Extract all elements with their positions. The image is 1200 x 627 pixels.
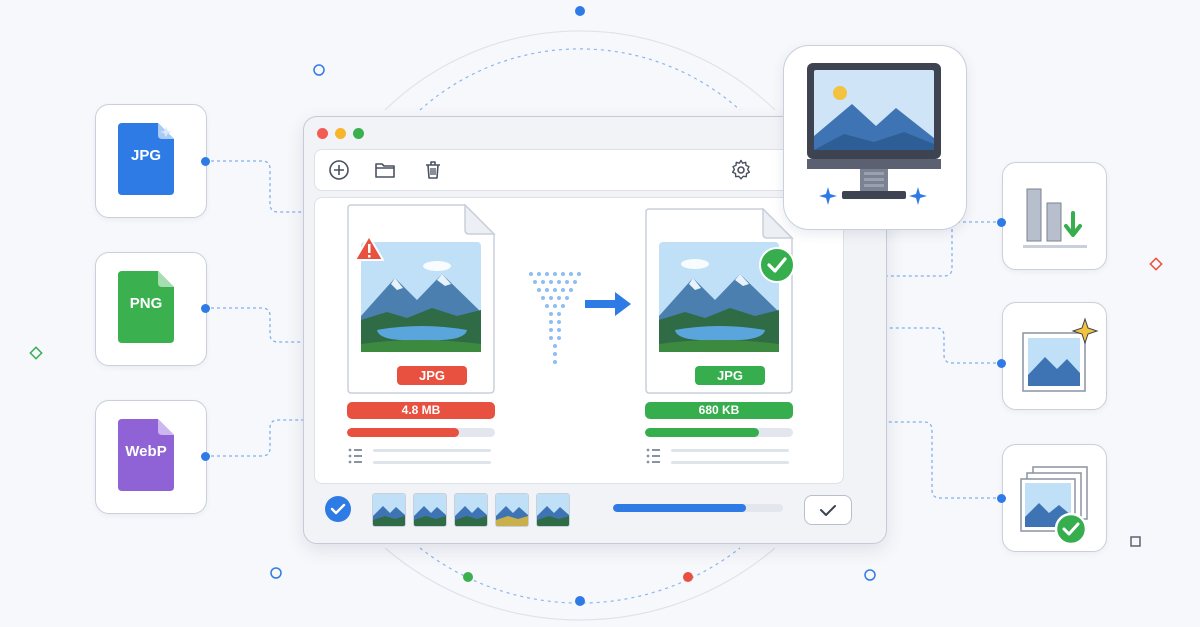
outer-arc-bottom — [384, 547, 776, 621]
png-file-icon — [118, 271, 174, 343]
original-format-badge: JPG — [397, 366, 467, 385]
add-circle-icon[interactable] — [327, 158, 351, 182]
window-close-button[interactable] — [317, 128, 328, 139]
folder-icon[interactable] — [373, 158, 397, 182]
square-outline — [1130, 536, 1141, 547]
inner-arc-bottom — [419, 547, 741, 604]
check-circle-icon — [759, 247, 795, 283]
original-progress-bar — [347, 428, 495, 437]
dot-ring-top-left — [313, 64, 325, 76]
confirm-button[interactable] — [804, 495, 852, 525]
toolbar — [314, 149, 876, 191]
progress-fill — [645, 428, 759, 437]
format-card-jpg[interactable]: JPG — [95, 104, 207, 218]
original-image-document — [347, 204, 496, 394]
image-enhance-sparkle-icon — [1022, 317, 1099, 392]
comparison-panel: JPG 4.8 MB — [314, 197, 844, 484]
optimized-format-badge: JPG — [695, 366, 765, 385]
dot-ring-bottom-left — [270, 567, 282, 579]
dot-blue-top — [575, 6, 585, 16]
connector-port — [201, 157, 210, 166]
dot-ring-bottom-right — [864, 569, 876, 581]
optimized-image-document — [645, 208, 795, 394]
format-card-webp[interactable]: WebP — [95, 400, 207, 514]
webp-file-icon — [118, 419, 174, 491]
size-reduction-card[interactable] — [1002, 162, 1107, 270]
window-minimize-button[interactable] — [335, 128, 346, 139]
optimized-size-label: 680 KB — [645, 402, 793, 419]
funnel-arrow-icon — [529, 272, 631, 364]
diamond-green — [29, 346, 43, 360]
batch-images-check-icon — [1020, 466, 1088, 546]
progress-fill — [347, 428, 460, 437]
outer-arc-top — [384, 30, 776, 111]
dot-red-bottom — [683, 572, 693, 582]
checkmark-icon — [820, 505, 836, 516]
thumbnail-image[interactable] — [536, 493, 570, 527]
desktop-image-icon — [807, 63, 941, 205]
connector-port — [201, 304, 210, 313]
app-window: JPG 4.8 MB — [303, 116, 887, 544]
optimized-progress-bar — [645, 428, 793, 437]
connector-port — [997, 494, 1006, 503]
landscape-image — [659, 242, 779, 352]
gear-icon[interactable] — [729, 158, 753, 182]
batch-images-card[interactable] — [1002, 444, 1107, 552]
connector-port — [201, 452, 210, 461]
thumbnail-image[interactable] — [454, 493, 488, 527]
warning-icon — [354, 235, 384, 261]
progress-fill — [613, 504, 746, 512]
desktop-preview-card[interactable] — [783, 45, 967, 230]
optimized-details-list — [646, 448, 789, 464]
landscape-image — [361, 242, 481, 352]
jpg-file-icon — [118, 123, 174, 195]
image-enhance-card[interactable] — [1002, 302, 1107, 410]
trash-icon[interactable] — [421, 158, 445, 182]
diamond-red — [1149, 257, 1163, 271]
thumbnail-image[interactable] — [413, 493, 447, 527]
original-details-list — [348, 448, 491, 464]
size-reduction-chart-icon — [1023, 188, 1087, 248]
connector-port — [997, 359, 1006, 368]
select-all-check-button[interactable] — [324, 495, 352, 523]
dot-blue-bottom — [575, 596, 585, 606]
inner-arc-top — [419, 48, 741, 111]
original-size-label: 4.8 MB — [347, 402, 495, 419]
dot-green-bottom — [463, 572, 473, 582]
window-maximize-button[interactable] — [353, 128, 364, 139]
thumbnail-image[interactable] — [495, 493, 529, 527]
format-label: WebP — [125, 443, 167, 460]
format-label: PNG — [129, 295, 163, 312]
format-label: JPG — [130, 147, 161, 164]
batch-progress-bar — [613, 504, 783, 512]
format-card-png[interactable]: PNG — [95, 252, 207, 366]
thumbnail-image[interactable] — [372, 493, 406, 527]
connector-port — [997, 218, 1006, 227]
